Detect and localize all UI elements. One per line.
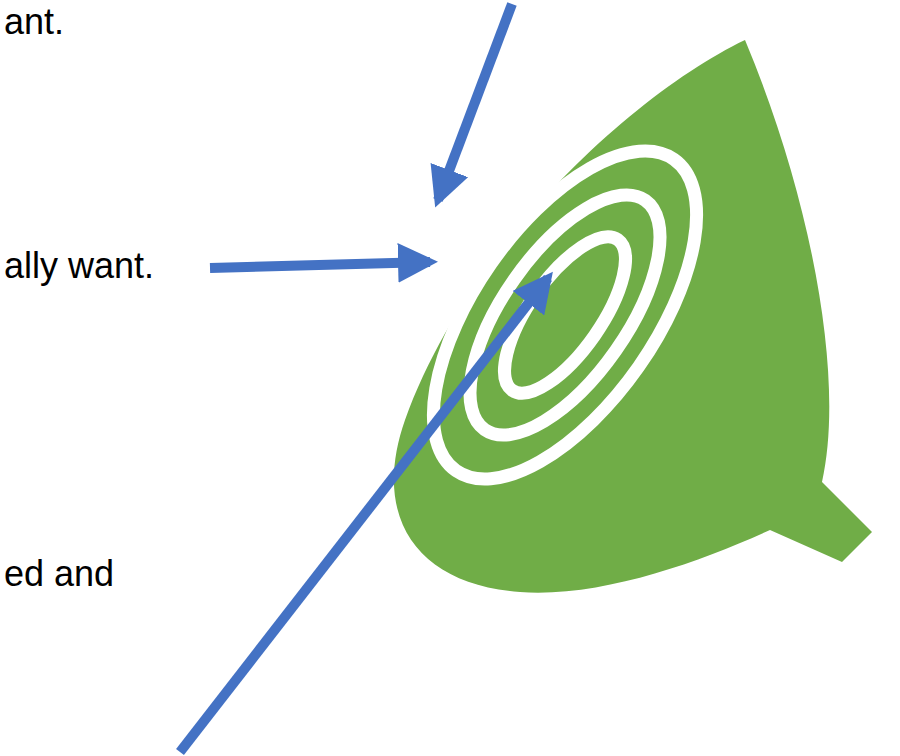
callout-text: ant.: [4, 2, 64, 42]
pointer-arrow: [210, 262, 430, 268]
callout-text: ally want.: [4, 246, 154, 286]
onion-ring: [483, 219, 648, 411]
pointer-arrow: [180, 278, 548, 752]
onion-ring: [434, 165, 696, 465]
callout-text: ed and: [4, 554, 114, 594]
pointer-arrow: [438, 4, 512, 200]
onion-ring: [382, 108, 747, 523]
